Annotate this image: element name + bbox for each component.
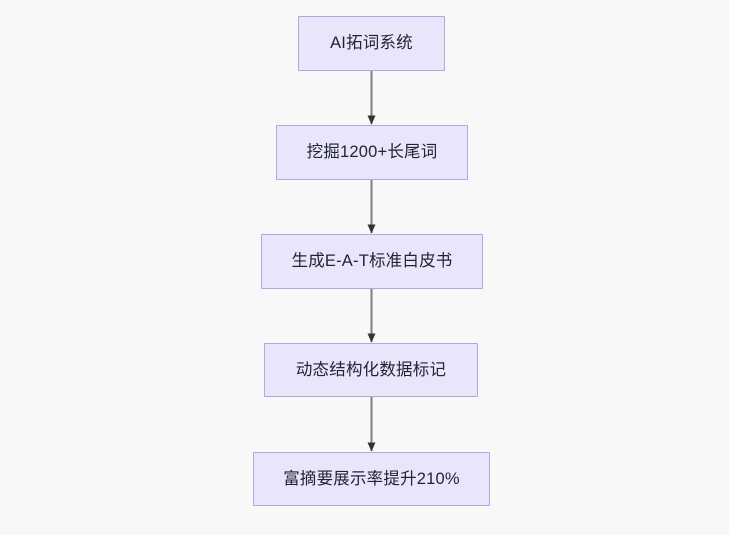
flow-node-mine-longtail-keywords[interactable]: 挖掘1200+长尾词 [276, 125, 468, 180]
flow-node-label: 挖掘1200+长尾词 [306, 143, 438, 162]
flow-node-ai-keyword-system[interactable]: AI拓词系统 [298, 16, 445, 71]
flow-node-label: 富摘要展示率提升210% [283, 469, 460, 488]
flow-node-generate-eat-whitepaper[interactable]: 生成E-A-T标准白皮书 [261, 234, 483, 289]
flow-node-dynamic-structured-data-markup[interactable]: 动态结构化数据标记 [264, 343, 478, 397]
flow-node-label: 生成E-A-T标准白皮书 [291, 252, 453, 271]
flow-node-label: AI拓词系统 [330, 34, 413, 53]
flow-node-rich-snippet-impression-lift[interactable]: 富摘要展示率提升210% [253, 452, 490, 506]
flow-node-label: 动态结构化数据标记 [295, 360, 447, 379]
